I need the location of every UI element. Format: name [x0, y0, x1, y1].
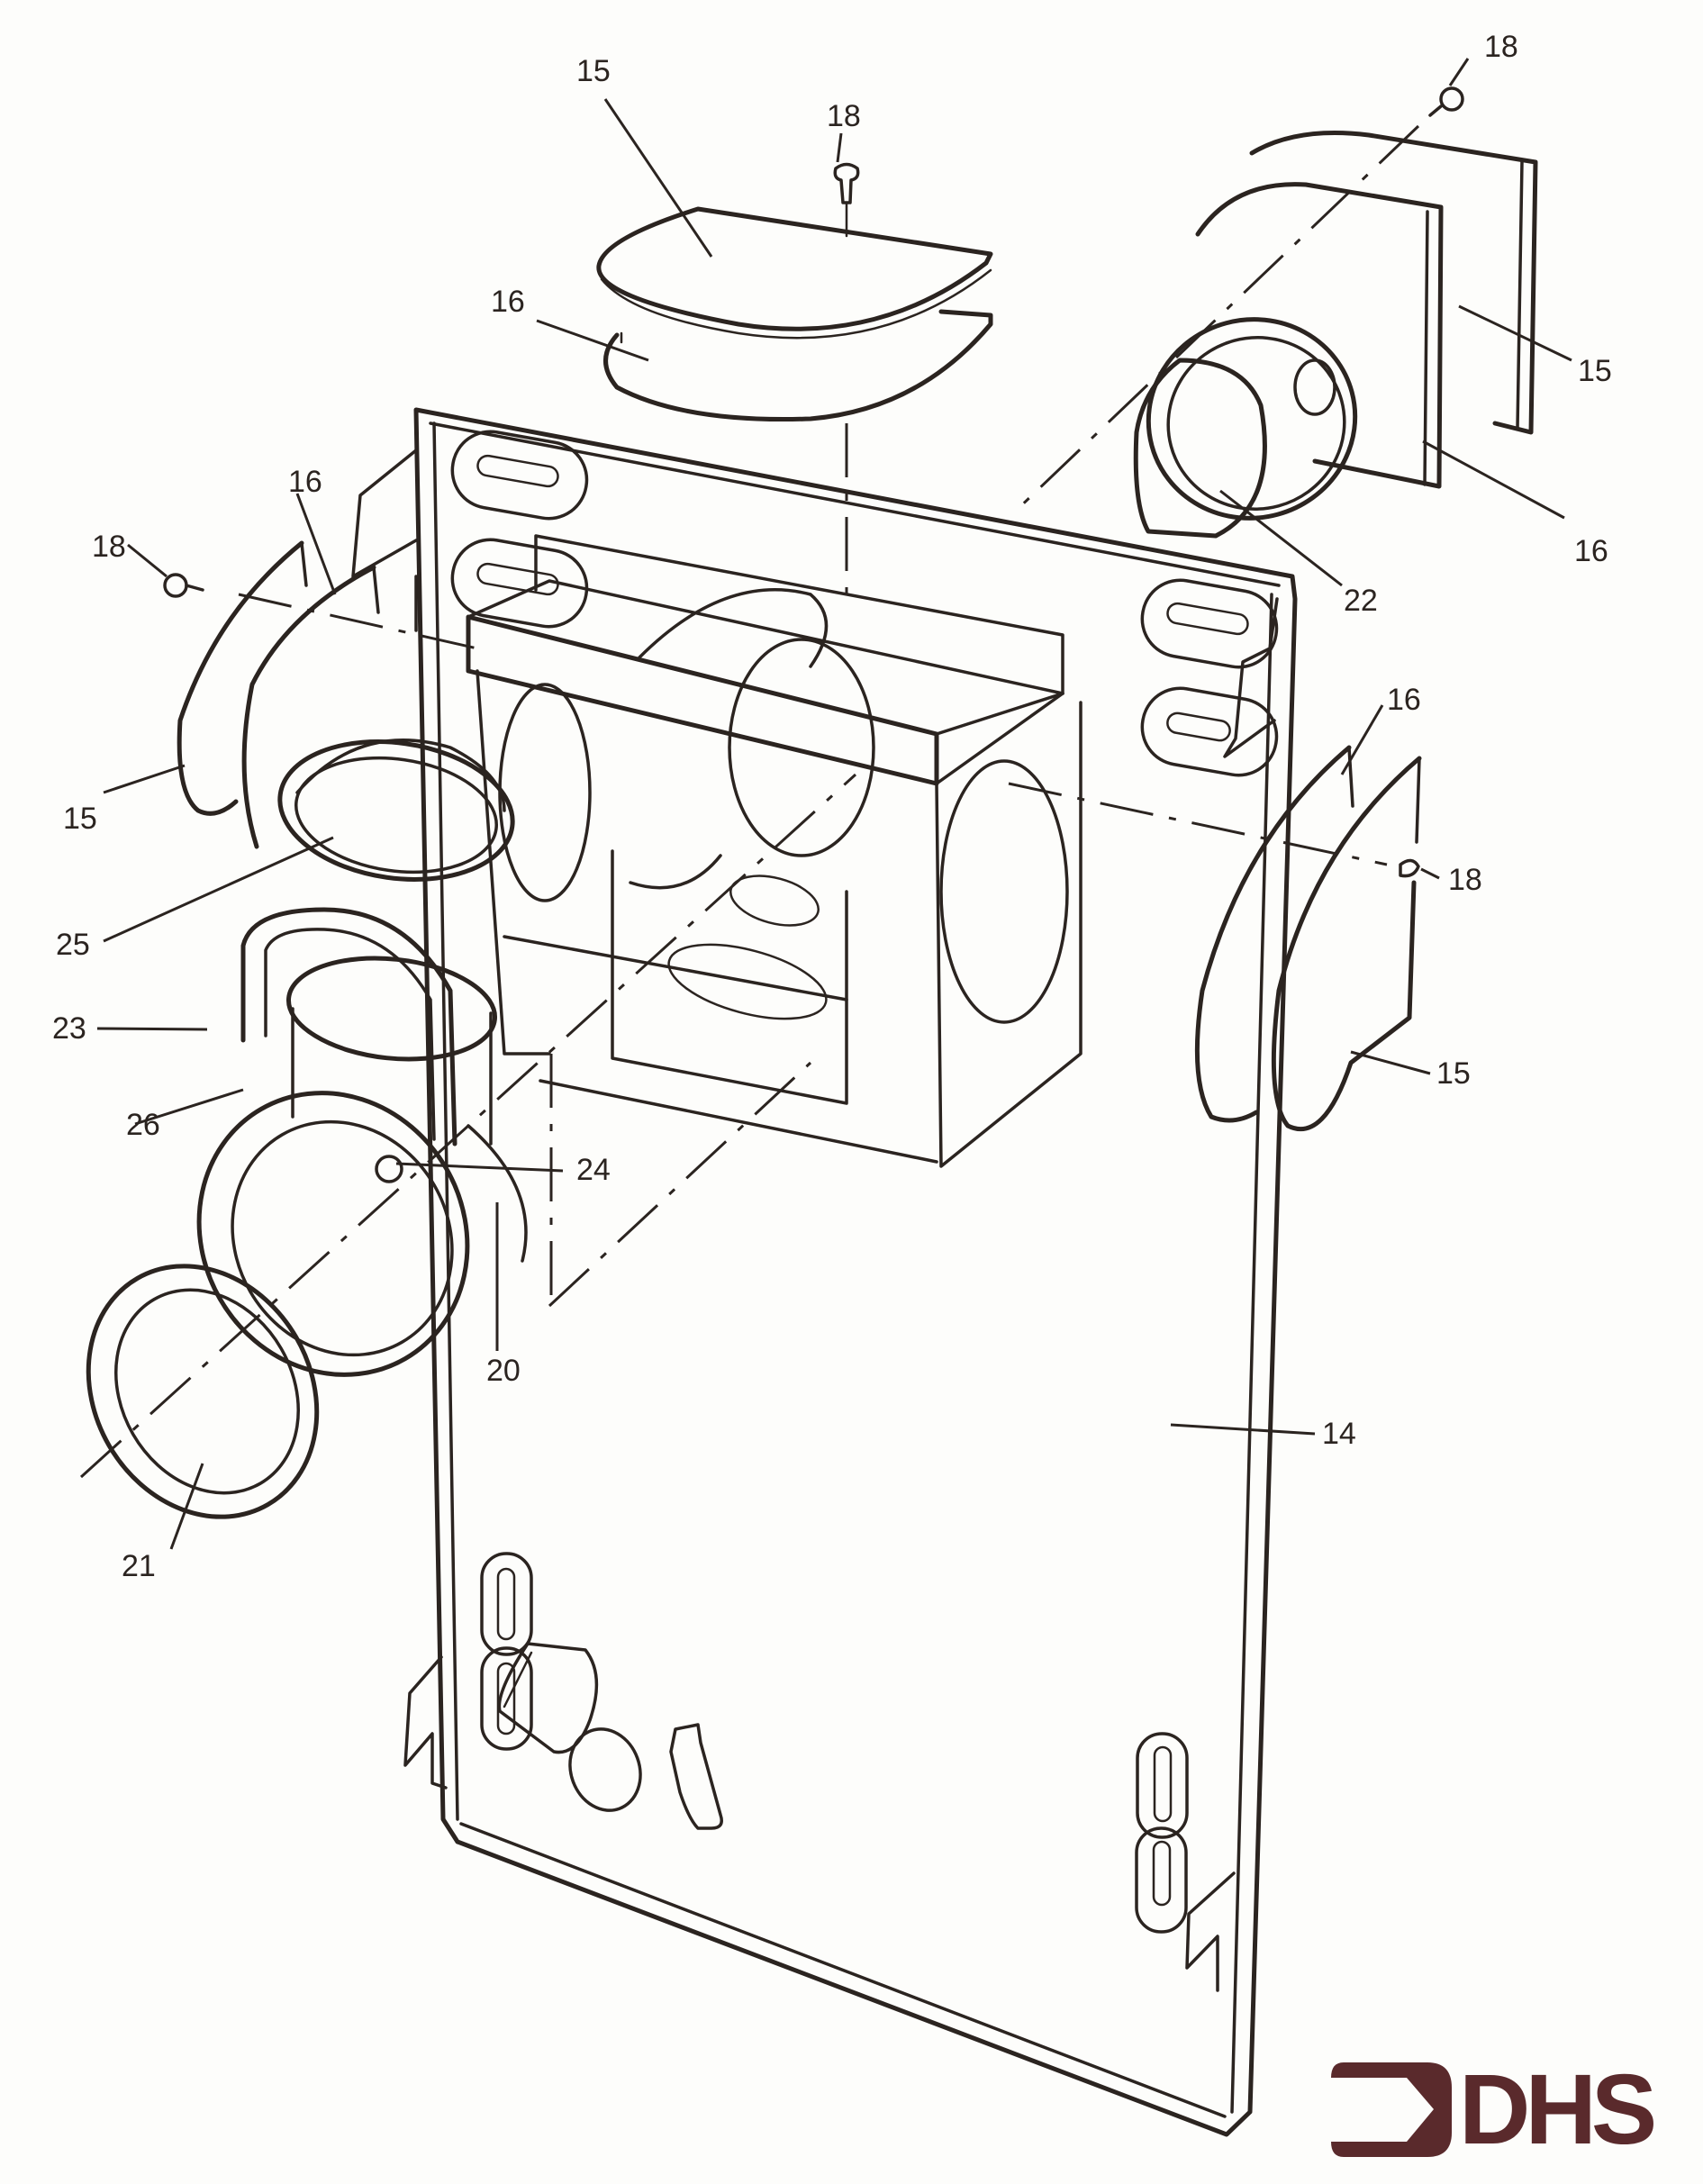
- callout-21-gasket: 21: [122, 1549, 156, 1583]
- dhs-logo-arrow-icon: [1331, 2062, 1452, 2157]
- callout-16-right-plate: 16: [1387, 683, 1421, 717]
- callout-15-right-plate: 15: [1436, 1056, 1471, 1091]
- fastener-part-18-topright: [1428, 86, 1464, 117]
- right-side-plates: [1194, 745, 1422, 1132]
- callout-26-tube: 26: [126, 1108, 160, 1142]
- callout-15-left-plate: 15: [63, 802, 97, 836]
- callout-20-entrance-ring: 20: [486, 1354, 521, 1388]
- callout-18-right-fastener: 18: [1448, 863, 1482, 897]
- left-side-plates: [177, 540, 380, 849]
- entrance-ring-part-20: [196, 1091, 528, 1377]
- plate-tabs: [497, 1642, 723, 1830]
- screw-part-24: [375, 1155, 403, 1183]
- callout-23-handle: 23: [52, 1011, 86, 1046]
- mounting-slots: [450, 430, 1279, 1934]
- top-cover-part-15: [596, 206, 993, 340]
- leader-lines: [96, 58, 1572, 1550]
- right-rear-plates: [1195, 131, 1538, 489]
- callout-22-entrance-tube: 22: [1344, 584, 1378, 618]
- handle-part-23: [240, 907, 457, 1146]
- callout-18-left-fastener: 18: [92, 530, 126, 564]
- callout-16-top-inner-cover: 16: [491, 285, 525, 319]
- callout-16-topright-plate: 16: [1574, 534, 1608, 568]
- callout-24-screw: 24: [576, 1153, 611, 1187]
- cap-part-25: [277, 739, 515, 882]
- dhs-logo-text: DHS: [1459, 2054, 1657, 2165]
- callout-18-topright-fastener: 18: [1484, 30, 1518, 64]
- callout-16-left-plate: 16: [288, 465, 322, 499]
- central-frame: [466, 534, 1082, 1168]
- fastener-part-18-right: [1399, 858, 1420, 878]
- gasket-part-21: [86, 1264, 320, 1519]
- callout-25-cap: 25: [56, 928, 90, 962]
- entrance-tube-part-22: [1133, 317, 1358, 539]
- callout-18-top-fastener: 18: [827, 99, 861, 133]
- callout-14-back-plate: 14: [1322, 1417, 1356, 1451]
- fastener-part-18-top: [833, 162, 860, 608]
- callout-15-top-cover: 15: [576, 54, 611, 88]
- callout-15-topright-plate: 15: [1578, 354, 1612, 388]
- inner-cover-part-16: [603, 309, 993, 422]
- fastener-part-18-left: [163, 573, 204, 598]
